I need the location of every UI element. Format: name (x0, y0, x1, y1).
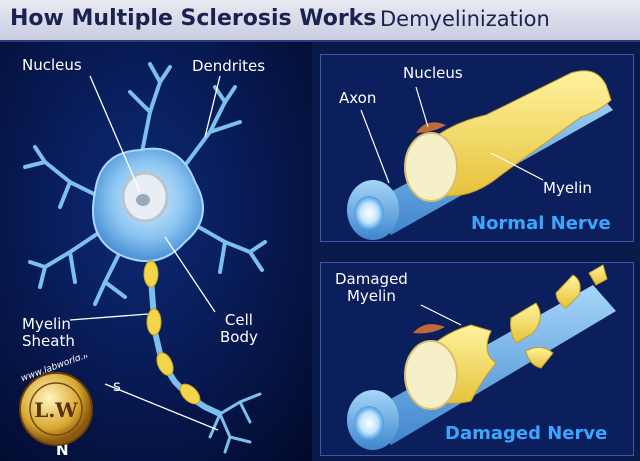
label-myelin-sheath: Myelin Sheath (22, 315, 75, 350)
label-cell-body: Cell Body (220, 311, 258, 346)
label-dendrites: Dendrites (192, 57, 266, 75)
axon-terminals (208, 392, 262, 454)
pointer-lines (69, 75, 221, 431)
normal-label-nucleus: Nucleus (403, 64, 463, 82)
label-partial-axon: s (113, 377, 121, 395)
myelin-segments (143, 260, 201, 405)
damaged-nerve-panel: Damaged Myelin Damaged Nerve (320, 262, 634, 456)
damaged-axon-end-glow (354, 406, 384, 440)
normal-pointers (360, 86, 544, 184)
normal-nerve-caption: Normal Nerve (471, 213, 611, 234)
diagram-subtitle: Demyelinization (380, 7, 550, 31)
normal-nerve-illustration (347, 70, 613, 240)
damaged-cross-section (404, 340, 458, 410)
normal-label-axon: Axon (339, 89, 377, 107)
label-nucleus: Nucleus (22, 56, 82, 74)
damaged-nerve-illustration (347, 264, 616, 450)
logo-badge-icon: L.W www.labworld.ir (19, 355, 93, 446)
damaged-nerve-caption: Damaged Nerve (445, 423, 608, 444)
myelin-cross-section (404, 132, 458, 202)
normal-label-myelin: Myelin (543, 179, 592, 197)
damaged-pointers (420, 304, 462, 326)
neuron-illustration (23, 62, 267, 454)
damaged-label-myelin: Damaged Myelin (335, 270, 408, 305)
normal-nerve-panel: Nucleus Axon Myelin Normal Nerve (320, 54, 634, 242)
labworld-watermark-logo: L.W www.labworld.ir (6, 355, 106, 455)
damaged-schwann-nucleus (413, 324, 445, 334)
schwann-nucleus (416, 122, 446, 133)
diagram-title: How Multiple Sclerosis Works (10, 6, 377, 31)
dendrites (23, 62, 267, 306)
axon-end-glow (354, 196, 384, 230)
title-bar: How Multiple Sclerosis Works Demyeliniza… (0, 0, 640, 42)
nucleolus (136, 194, 150, 206)
svg-text:L.W: L.W (34, 398, 78, 422)
